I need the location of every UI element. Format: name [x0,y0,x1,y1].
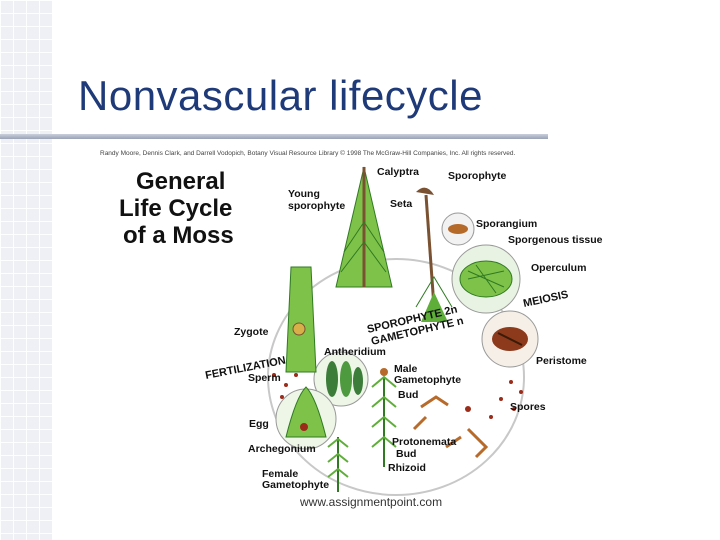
female-gametophyte-illustration [327,437,349,492]
label-operculum: Operculum [531,262,586,274]
watermark-url: www.assignmentpoint.com [299,495,442,509]
figure-credit: Randy Moore, Dennis Clark, and Darrell V… [100,149,516,157]
label-male-gametophyte-line1: Male [394,363,418,375]
diagram-title-line-3: of a Moss [123,222,234,249]
label-antheridium: Antheridium [324,346,386,358]
young-sporophyte-illustration [335,166,393,288]
label-protonemata: Protonemata [392,436,456,448]
cycle-ring [267,258,525,496]
peristome-illustration [481,310,539,368]
label-male-gametophyte-line2: Gametophyte [394,374,461,386]
male-gametophyte-illustration [371,368,397,467]
moss-life-cycle-figure: Randy Moore, Dennis Clark, and Darrell V… [96,147,630,521]
title-underline [0,134,548,139]
label-meiosis: MEIOSIS [522,289,569,310]
spores-illustration [465,380,523,419]
label-sporogenous-tissue: Sporgenous tissue [508,234,603,246]
mature-sporophyte-illustration [415,187,453,322]
label-spores: Spores [510,401,546,413]
capsule-cross-section-illustration [451,244,521,314]
label-zygote: Zygote [234,326,269,338]
label-bud-upper: Bud [398,389,418,401]
diagram-title-line-1: General [136,168,225,195]
label-rhizoid: Rhizoid [388,462,426,474]
label-sporophyte: Sporophyte [448,170,506,182]
label-young-sporophyte-line1: Young [288,188,320,200]
protonemata-illustration [412,395,489,459]
antheridium-illustration [313,351,369,407]
sporangium-illustration [441,212,475,246]
label-egg: Egg [249,418,269,430]
label-female-gametophyte-line2: Gametophyte [262,479,329,491]
label-sperm: Sperm [248,372,281,384]
label-archegonium: Archegonium [248,443,316,455]
label-peristome: Peristome [536,355,587,367]
slide-title: Nonvascular lifecycle [78,72,483,119]
label-young-sporophyte-line2: sporophyte [288,200,345,212]
archegonium-illustration [275,386,337,450]
sperm-illustration [272,373,298,399]
label-sporangium: Sporangium [476,218,537,230]
moss-life-cycle-diagram: Randy Moore, Dennis Clark, and Darrell V… [100,149,603,509]
label-seta: Seta [390,198,412,210]
label-calyptra: Calyptra [377,166,419,178]
decorative-grid-band [0,0,52,540]
label-female-gametophyte-line1: Female [262,468,298,480]
zygote-illustration [285,266,317,373]
diagram-title-line-2: Life Cycle [119,195,232,222]
label-bud-lower: Bud [396,448,416,460]
